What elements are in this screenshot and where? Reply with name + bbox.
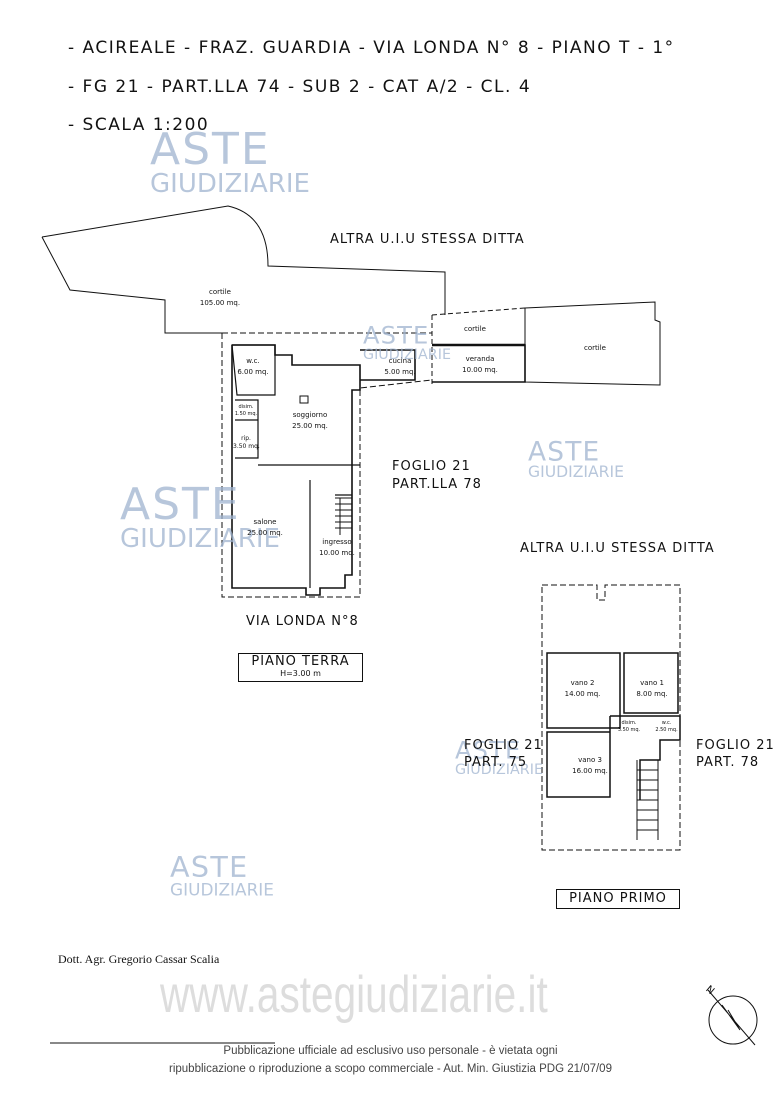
footer-line-2: ripubblicazione o riproduzione a scopo c…	[169, 1063, 612, 1075]
wc-walls	[231, 344, 360, 588]
stairs-first	[636, 760, 659, 840]
stairs-ground	[335, 497, 352, 535]
footer-line-1: Pubblicazione ufficiale ad esclusivo uso…	[223, 1045, 558, 1057]
altra-uiu-label: ALTRA U.I.U STESSA DITTA	[330, 232, 525, 247]
watermark-url: www.astegiudiziarie.it	[160, 966, 548, 1024]
first-outline	[541, 584, 681, 851]
header-line-2: - FG 21 - PART.LLA 74 - SUB 2 - CAT A/2 …	[68, 77, 532, 97]
room-wc: w.c.6.00 mq.	[237, 357, 269, 376]
room-disim: disim.3.50 mq.	[617, 720, 641, 733]
room-cortile: cortile	[584, 344, 606, 352]
altra-uiu-label: ALTRA U.I.U STESSA DITTA	[520, 541, 715, 556]
title-piano-primo: PIANO PRIMO	[556, 889, 680, 909]
room-disim: disim.1.50 mq.	[234, 404, 258, 417]
header-line-1: - ACIREALE - FRAZ. GUARDIA - VIA LONDA N…	[68, 38, 675, 58]
author-signature: Dott. Agr. Gregorio Cassar Scalia	[58, 952, 220, 966]
street-label: VIA LONDA N°8	[246, 614, 359, 629]
room-wc: w.c.2.50 mq.	[655, 720, 678, 733]
header-line-3: - SCALA 1:200	[68, 115, 210, 135]
cortile-outline	[41, 205, 446, 334]
compass-icon	[708, 995, 758, 1045]
room-cortile: cortile	[464, 325, 486, 333]
room-rip: rip.3.50 mq.	[233, 435, 260, 450]
first-rooms	[546, 652, 681, 800]
